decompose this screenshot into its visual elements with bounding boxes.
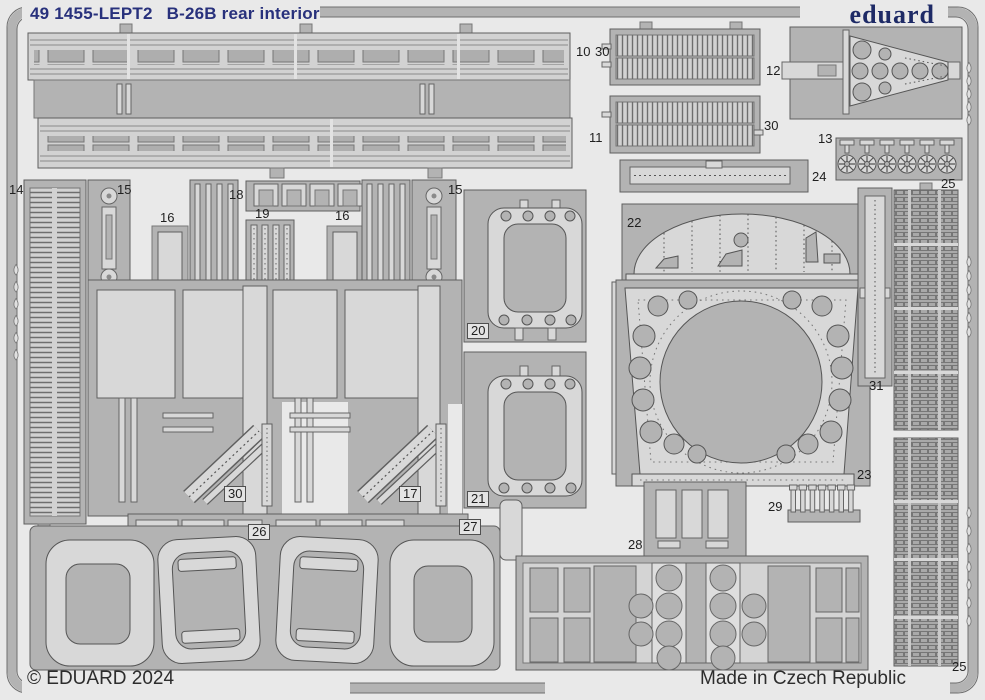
part-label-22: 22 xyxy=(627,215,642,230)
part-label-24: 24 xyxy=(812,169,827,184)
part-28-assembly xyxy=(515,481,869,671)
part-24-hinge-strip xyxy=(619,159,809,193)
part-label-18: 18 xyxy=(229,187,244,202)
part-20-window-frame xyxy=(463,189,587,343)
product-name: B-26B rear interior xyxy=(166,4,320,23)
part-23-ring-panel xyxy=(615,279,871,487)
part-label-30a: 30 xyxy=(595,44,610,59)
part-17-diagonal-ladder xyxy=(357,423,447,507)
part-label-20: 20 xyxy=(467,323,490,339)
part-label-26: 26 xyxy=(248,524,271,540)
catalog-number: 49 1455-LEPT2 xyxy=(30,4,153,23)
part-30-corrugated-block-b xyxy=(601,95,764,154)
part-30-diagonal-ladder xyxy=(183,423,273,507)
needle-strips-right xyxy=(361,179,411,295)
part-15-turnbuckle-left xyxy=(87,179,131,299)
part-label-14: 14 xyxy=(9,182,24,197)
part-22-arch-bulkhead xyxy=(621,203,863,284)
part-label-25a: 25 xyxy=(941,176,956,191)
part-label-12: 12 xyxy=(766,63,781,78)
part-label-27: 27 xyxy=(459,519,482,535)
part-label-28: 28 xyxy=(628,537,643,552)
part-label-30b: 30 xyxy=(764,118,779,133)
part-12-wedge-assembly xyxy=(781,26,963,120)
part-25-ladder-strip-top xyxy=(893,182,959,431)
sheet-title: 49 1455-LEPT2 B-26B rear interior xyxy=(30,4,320,24)
part-13-pulley-strip xyxy=(835,137,963,181)
part-14-corrugated-panel xyxy=(23,179,87,533)
part-11-tread-strip xyxy=(37,117,573,179)
part-label-29: 29 xyxy=(768,499,783,514)
part-label-13: 13 xyxy=(818,131,833,146)
part-label-31: 31 xyxy=(869,378,884,393)
copyright-text: © EDUARD 2024 xyxy=(27,668,175,689)
part-27-window-panel-right xyxy=(389,539,495,667)
made-in-text: Made in Czech Republic xyxy=(700,668,906,689)
part-15-turnbuckle-right xyxy=(411,179,457,299)
carrier-between-treads xyxy=(33,79,571,119)
part-label-16b: 16 xyxy=(335,208,350,223)
fret-frame xyxy=(6,0,979,700)
part-label-30c: 30 xyxy=(224,486,247,502)
part-26-window-frame-left xyxy=(157,536,261,664)
part-label-15a: 15 xyxy=(117,182,132,197)
part-27-window-panel-left xyxy=(45,539,155,667)
part-label-15b: 15 xyxy=(448,182,463,197)
part-18-bracket-strip xyxy=(245,180,363,212)
part-26-window-frame-right xyxy=(275,536,379,664)
part-10-tread-strip xyxy=(27,23,571,81)
part-label-11: 11 xyxy=(589,130,603,145)
part-label-16a: 16 xyxy=(160,210,175,225)
part-21-window-frame xyxy=(463,351,587,561)
part-label-10: 10 xyxy=(576,44,591,59)
part-label-21: 21 xyxy=(467,491,490,507)
part-25-ladder-strip-bottom xyxy=(893,437,959,667)
part-label-25b: 25 xyxy=(952,659,967,674)
part-31-strip xyxy=(857,187,893,387)
part-label-17: 17 xyxy=(399,486,422,502)
brand-logo: eduard xyxy=(849,0,935,29)
part-label-23: 23 xyxy=(857,467,872,482)
part-30-corrugated-block-a xyxy=(601,21,761,86)
part-29-comb xyxy=(787,484,861,523)
part-label-19: 19 xyxy=(255,206,270,221)
